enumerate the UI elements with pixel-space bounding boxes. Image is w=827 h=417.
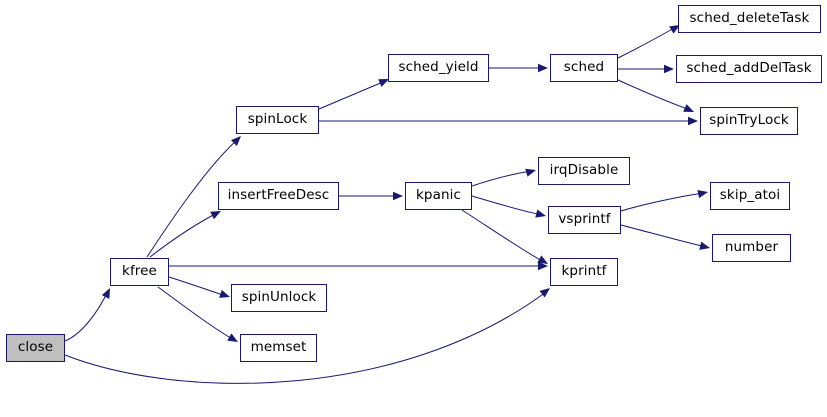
edge-vsprintf-to-skip_atoi (620, 192, 705, 212)
arrowhead-close-to-kfree (101, 288, 110, 299)
arrowhead-kpanic-to-kprintf (537, 255, 548, 264)
node-sched[interactable]: sched (550, 54, 618, 82)
node-label-close: close (17, 339, 54, 356)
node-spinUnlock[interactable]: spinUnlock (231, 284, 327, 312)
node-memset[interactable]: memset (240, 334, 317, 362)
edge-kfree-to-insertFreeDesc (149, 212, 218, 258)
node-label-sched_addDelTask: sched_addDelTask (686, 60, 812, 77)
node-label-spinUnlock: spinUnlock (241, 289, 317, 306)
node-label-memset: memset (250, 339, 307, 356)
node-sched_deleteTask[interactable]: sched_deleteTask (678, 5, 821, 33)
arrowhead-spinLock-to-spinTryLock (688, 116, 698, 126)
arrowhead-kfree-to-kprintf (538, 261, 548, 271)
node-label-sched_yield: sched_yield (398, 59, 479, 76)
arrowhead-kpanic-to-irqDisable (525, 168, 536, 177)
arrowhead-kfree-to-spinUnlock (219, 289, 230, 298)
node-close[interactable]: close (6, 334, 65, 362)
arrowhead-kfree-to-spinLock (230, 136, 241, 147)
edge-sched-to-sched_deleteTask (617, 26, 677, 59)
node-label-kprintf: kprintf (561, 263, 607, 280)
node-kpanic[interactable]: kpanic (405, 182, 472, 210)
node-insertFreeDesc[interactable]: insertFreeDesc (218, 182, 339, 210)
node-spinLock[interactable]: spinLock (236, 106, 319, 134)
arrowhead-kpanic-to-vsprintf (535, 209, 546, 218)
node-label-irqDisable: irqDisable (549, 162, 619, 179)
arrowhead-kfree-to-memset (227, 333, 238, 342)
arrowhead-close-to-kprintf (539, 288, 550, 298)
node-label-number: number (724, 239, 779, 256)
node-vsprintf[interactable]: vsprintf (548, 206, 621, 234)
node-irqDisable[interactable]: irqDisable (538, 157, 630, 185)
edge-vsprintf-to-number (620, 224, 707, 248)
node-label-kpanic: kpanic (416, 187, 461, 204)
edge-sched-to-spinTryLock (617, 79, 691, 111)
edge-spinLock-to-sched_yield (318, 80, 386, 110)
edge-kpanic-to-irqDisable (471, 170, 533, 187)
arrowhead-vsprintf-to-skip_atoi (697, 189, 708, 199)
edge-kfree-to-spinUnlock (168, 276, 227, 297)
node-label-skip_atoi: skip_atoi (719, 187, 781, 204)
node-label-spinLock: spinLock (247, 111, 308, 128)
node-sched_addDelTask[interactable]: sched_addDelTask (676, 55, 822, 83)
node-label-sched_deleteTask: sched_deleteTask (689, 10, 810, 27)
arrowhead-insertFreeDesc-to-kpanic (393, 191, 403, 201)
edge-close-to-kfree (64, 290, 109, 342)
node-spinTryLock[interactable]: spinTryLock (700, 107, 798, 135)
node-kprintf[interactable]: kprintf (550, 258, 618, 286)
node-label-vsprintf: vsprintf (558, 211, 611, 228)
edge-kfree-to-memset (157, 286, 235, 341)
node-number[interactable]: number (712, 234, 791, 262)
node-label-sched: sched (563, 59, 605, 76)
node-label-kfree: kfree (122, 263, 157, 280)
arrowhead-sched-to-sched_addDelTask (664, 64, 674, 74)
edge-kpanic-to-vsprintf (471, 195, 543, 216)
node-label-insertFreeDesc: insertFreeDesc (227, 187, 330, 204)
node-label-spinTryLock: spinTryLock (709, 112, 789, 129)
node-kfree[interactable]: kfree (110, 258, 169, 286)
edge-kpanic-to-kprintf (461, 209, 545, 263)
arrowhead-vsprintf-to-number (699, 241, 710, 250)
arrowhead-sched_yield-to-sched (538, 63, 548, 73)
node-skip_atoi[interactable]: skip_atoi (710, 182, 790, 210)
arrowhead-sched-to-spinTryLock (683, 104, 694, 112)
node-sched_yield[interactable]: sched_yield (388, 54, 489, 82)
